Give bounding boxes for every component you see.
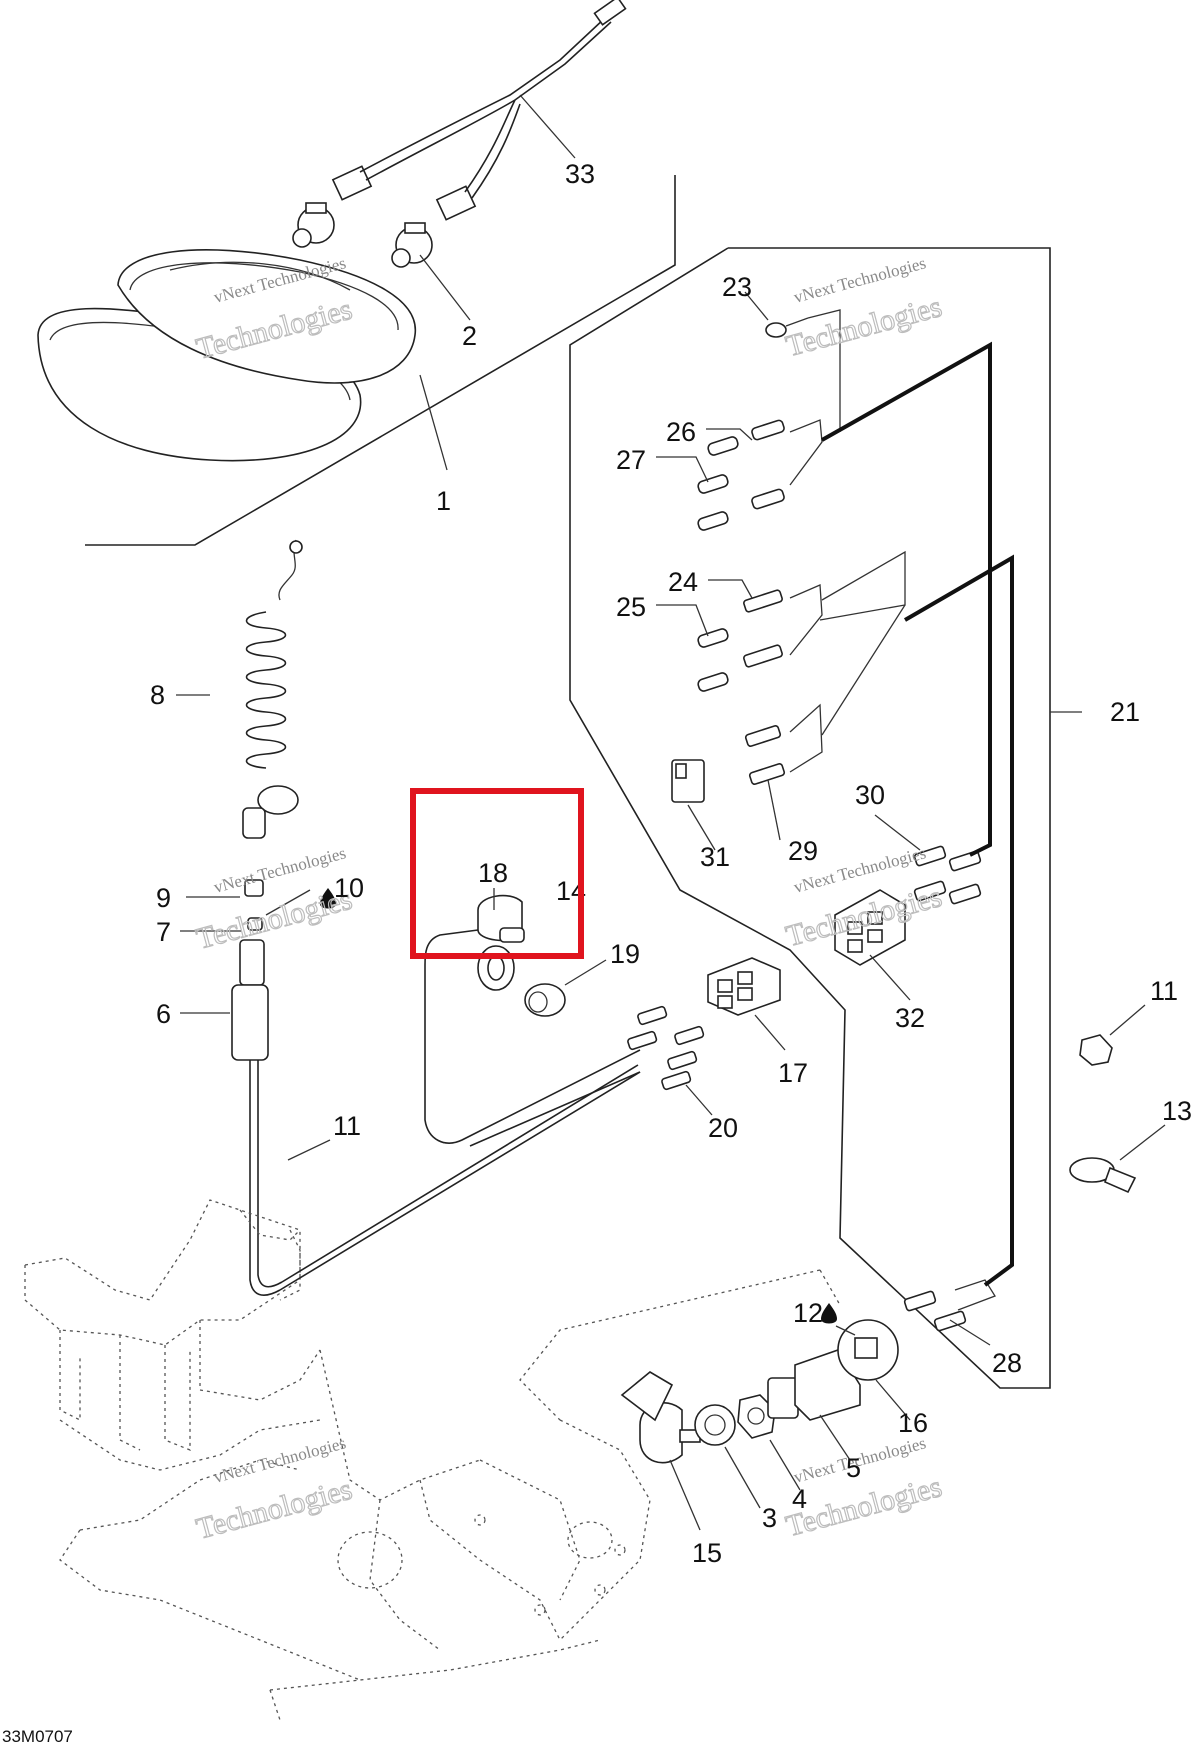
callout-28[interactable]: 28 (992, 1348, 1022, 1378)
bulb-right (391, 222, 433, 268)
right-hardware (1069, 1004, 1166, 1194)
callout-24[interactable]: 24 (668, 567, 698, 597)
callout-33[interactable]: 33 (565, 159, 595, 189)
callout-18[interactable]: 18 (478, 858, 508, 888)
watermark-top-right: vNext Technologies Technologies (782, 253, 946, 363)
callout-26[interactable]: 26 (666, 417, 696, 447)
callout-19[interactable]: 19 (610, 939, 640, 969)
tether-cable (279, 1071, 641, 1291)
key-switch-group (620, 1319, 899, 1464)
callout-5[interactable]: 5 (846, 1453, 861, 1483)
callout-10[interactable]: 10 (334, 873, 364, 903)
callout-13[interactable]: 13 (1162, 1096, 1192, 1126)
tether-cord-group (231, 539, 303, 1296)
callout-11-left[interactable]: 11 (333, 1111, 361, 1141)
callout-2[interactable]: 2 (462, 321, 477, 351)
callout-4[interactable]: 4 (792, 1484, 807, 1514)
callout-21[interactable]: 21 (1110, 697, 1140, 727)
callout-9[interactable]: 9 (156, 883, 171, 913)
callout-29[interactable]: 29 (788, 836, 818, 866)
bulb-left (292, 202, 335, 248)
callout-7[interactable]: 7 (156, 917, 171, 947)
callout-8[interactable]: 8 (150, 680, 165, 710)
callout-31[interactable]: 31 (700, 842, 730, 872)
drop-icon-10 (320, 888, 336, 909)
callout-17[interactable]: 17 (778, 1058, 808, 1088)
leaders-headlamp (419, 94, 576, 471)
callout-labels: 1 2 33 8 9 10 7 6 11 18 14 19 17 20 23 2… (150, 159, 1192, 1568)
callout-25[interactable]: 25 (616, 592, 646, 622)
callout-3[interactable]: 3 (762, 1503, 777, 1533)
headlamp-group (37, 0, 676, 546)
leaders-harness (656, 291, 991, 1346)
highlight-box (410, 788, 584, 959)
callout-23[interactable]: 23 (722, 272, 752, 302)
harness-wires (821, 341, 1014, 1287)
leaders-tether (176, 694, 331, 1161)
callout-6[interactable]: 6 (156, 999, 171, 1029)
drawing-code: 33M0707 (2, 1727, 73, 1746)
harness-panel (569, 247, 1082, 1389)
callout-1[interactable]: 1 (436, 486, 451, 516)
harness-terminals (671, 309, 996, 1332)
callout-20[interactable]: 20 (708, 1113, 738, 1143)
chassis-outline (24, 1199, 841, 1721)
center-connectors (424, 894, 781, 1147)
leaders-key (669, 1325, 911, 1531)
callout-27[interactable]: 27 (616, 445, 646, 475)
callout-15[interactable]: 15 (692, 1538, 722, 1568)
drop-icon-12 (821, 1303, 837, 1324)
leaders-center (493, 888, 786, 1116)
callout-11-right[interactable]: 11 (1150, 976, 1178, 1006)
callout-12[interactable]: 12 (793, 1298, 823, 1328)
callout-30[interactable]: 30 (855, 780, 885, 810)
callout-32[interactable]: 32 (895, 1003, 925, 1033)
callout-16[interactable]: 16 (898, 1408, 928, 1438)
watermark-bottom-left: vNext Technologies Technologies (192, 1433, 356, 1546)
